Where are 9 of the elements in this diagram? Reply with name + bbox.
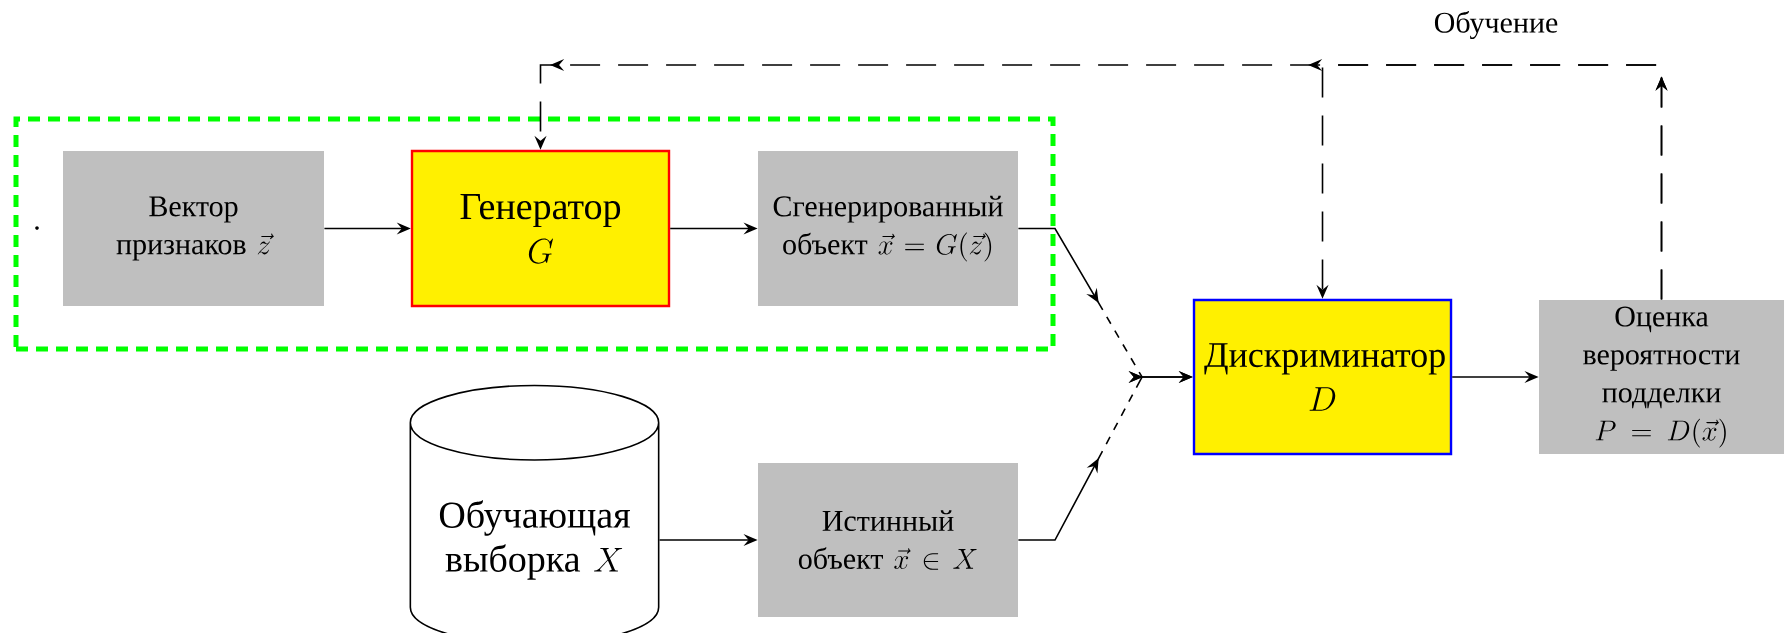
- process-box: Дискриминатор $D$: [1192, 298, 1453, 456]
- process-box: Истинный объект $\vec{x} \in X$: [758, 463, 1018, 617]
- annotation-text: Обучение: [1434, 11, 1558, 39]
- database-cylinder: Обучающая выборка $X$: [409, 384, 660, 633]
- process-box: Оценка вероятности подделки $P = D(\vec{x})$: [1539, 300, 1784, 454]
- process-box: Вектор признаков $\vec{z}$: [63, 151, 324, 306]
- process-box: Генератор $G$: [410, 149, 671, 308]
- process-box: Сгенерированный объект $\vec{x} = G(\vec{z})$: [758, 151, 1018, 306]
- dashed-frame: [13, 116, 1056, 352]
